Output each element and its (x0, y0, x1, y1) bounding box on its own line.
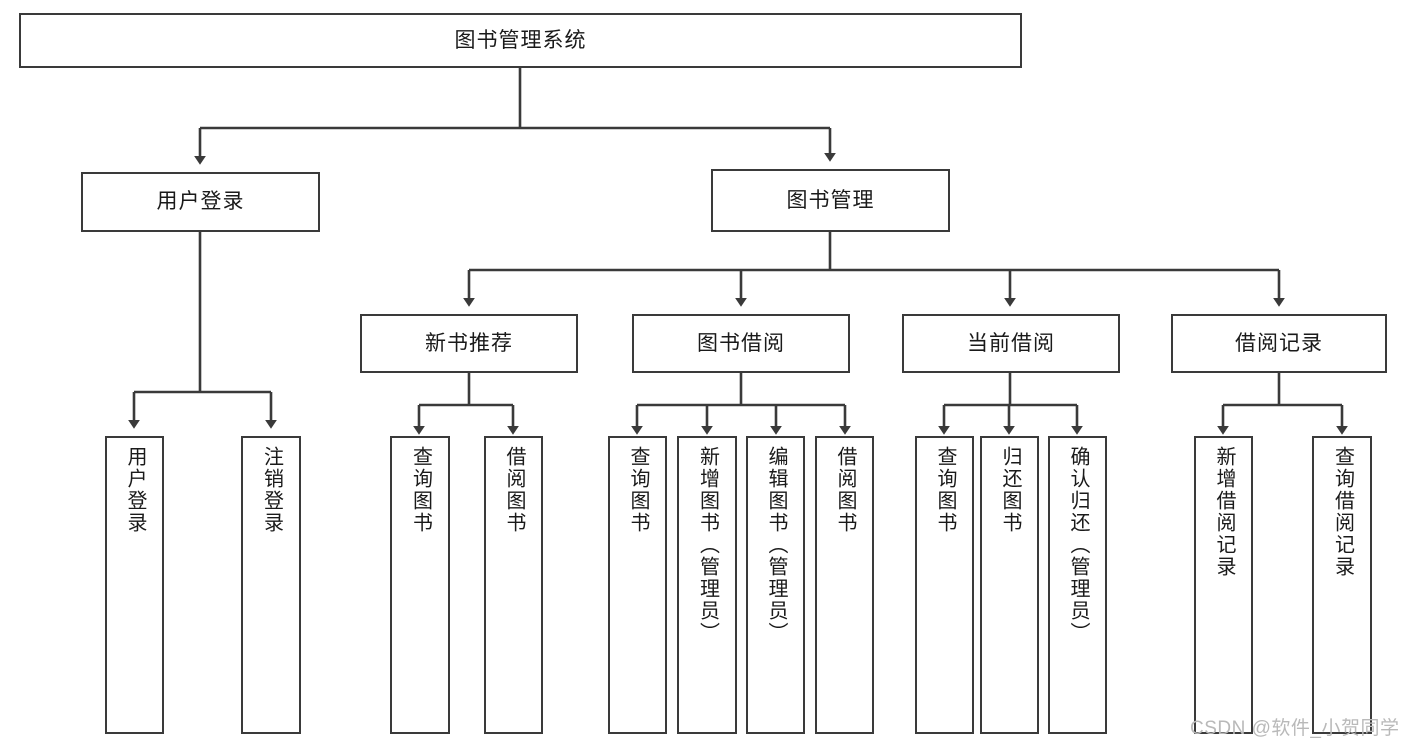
node-label: 用户登录 (156, 190, 245, 214)
node-user-login[interactable]: 用户登录 (81, 172, 320, 232)
node-root-book-management-system[interactable]: 图书管理系统 (19, 13, 1022, 68)
node-leaf-borrow-book-2[interactable]: 借阅图书 (815, 436, 874, 734)
node-leaf-return-book[interactable]: 归还图书 (980, 436, 1039, 734)
node-label: 注销登录 (260, 446, 283, 534)
node-label: 用户登录 (124, 446, 146, 534)
node-label: 借阅记录 (1235, 331, 1323, 355)
node-label: 查询图书 (934, 446, 956, 534)
node-borrow-record[interactable]: 借阅记录 (1171, 314, 1387, 373)
node-label: 查询图书 (409, 446, 432, 534)
node-label: 新增图书（管理员） (696, 446, 719, 644)
node-label: 新书推荐 (425, 331, 513, 355)
node-label: 图书管理 (786, 188, 875, 212)
node-leaf-confirm-return-admin[interactable]: 确认归还（管理员） (1048, 436, 1107, 734)
node-current-borrow[interactable]: 当前借阅 (902, 314, 1120, 373)
node-label: 借阅图书 (503, 446, 525, 534)
node-label: 图书管理系统 (454, 28, 587, 52)
node-leaf-query-book-3[interactable]: 查询图书 (915, 436, 974, 734)
node-leaf-borrow-book-1[interactable]: 借阅图书 (484, 436, 543, 734)
node-label: 借阅图书 (834, 446, 856, 534)
node-label: 编辑图书（管理员） (765, 446, 787, 644)
node-label: 当前借阅 (967, 331, 1055, 355)
node-label: 新增借阅记录 (1213, 446, 1235, 578)
node-new-book-recommend[interactable]: 新书推荐 (360, 314, 578, 373)
node-leaf-add-book-admin[interactable]: 新增图书（管理员） (677, 436, 737, 734)
node-label: 确认归还（管理员） (1067, 446, 1089, 644)
node-leaf-user-login[interactable]: 用户登录 (105, 436, 164, 734)
node-leaf-query-book-2[interactable]: 查询图书 (608, 436, 667, 734)
node-leaf-add-borrow-record[interactable]: 新增借阅记录 (1194, 436, 1253, 734)
node-book-manage[interactable]: 图书管理 (711, 169, 950, 232)
node-label: 归还图书 (999, 446, 1021, 534)
node-book-borrow[interactable]: 图书借阅 (632, 314, 850, 373)
node-leaf-edit-book-admin[interactable]: 编辑图书（管理员） (746, 436, 805, 734)
node-label: 图书借阅 (697, 331, 785, 355)
node-leaf-query-borrow-record[interactable]: 查询借阅记录 (1312, 436, 1372, 734)
node-label: 查询图书 (627, 446, 649, 534)
watermark-text: CSDN @软件_小贺同学 (1190, 718, 1400, 739)
node-leaf-query-book-1[interactable]: 查询图书 (390, 436, 450, 734)
node-leaf-logout-login[interactable]: 注销登录 (241, 436, 301, 734)
node-label: 查询借阅记录 (1331, 446, 1354, 578)
